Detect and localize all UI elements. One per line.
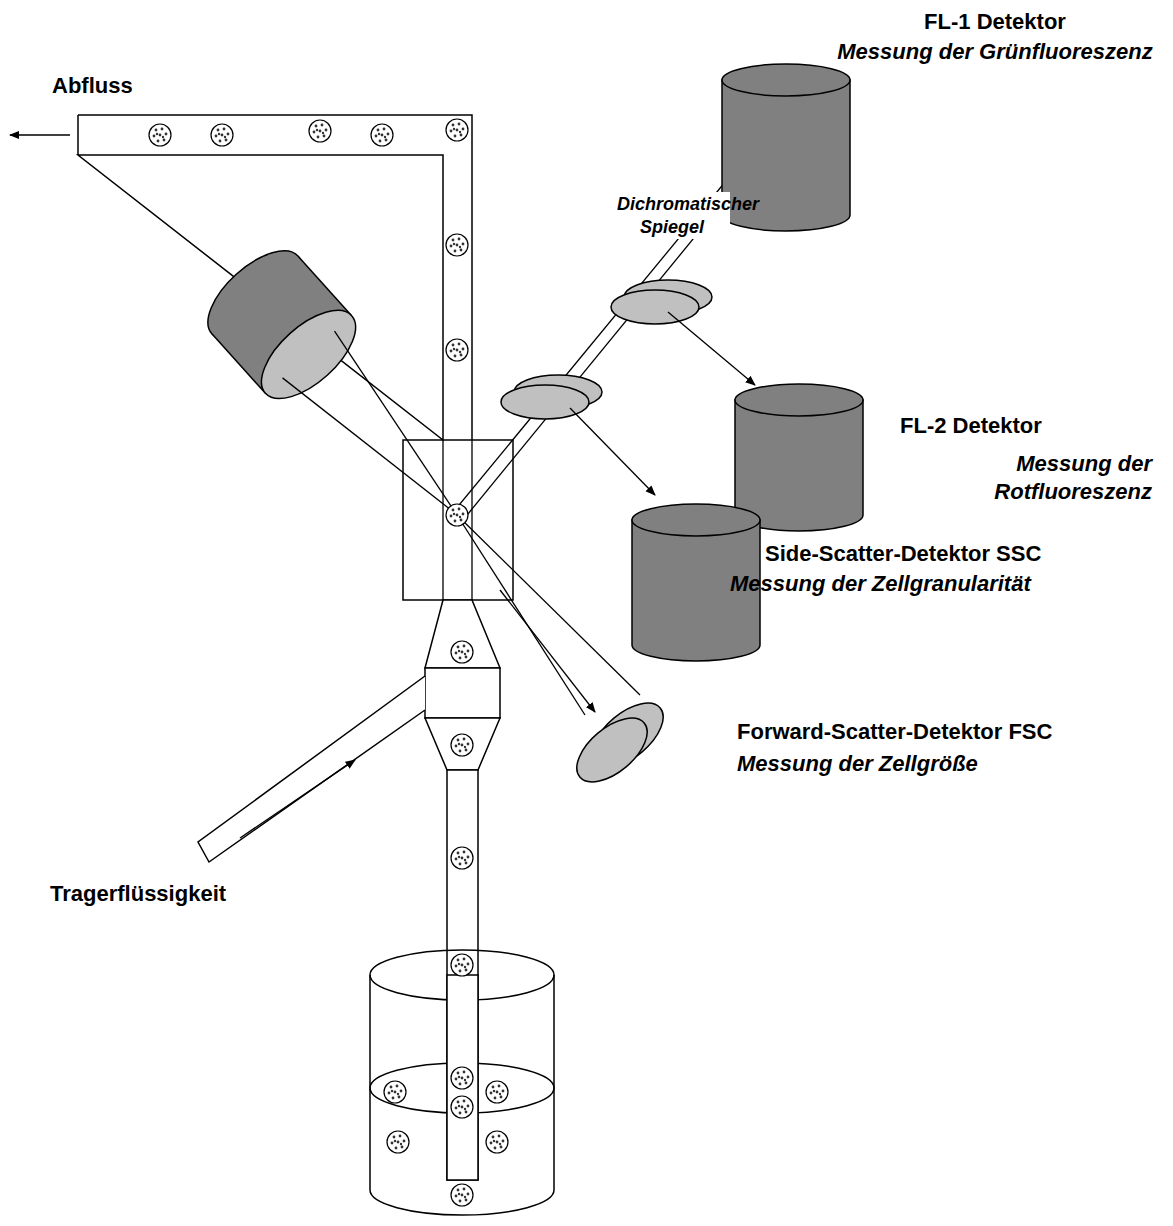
dichroic-mirror <box>611 280 712 324</box>
laser <box>193 235 497 555</box>
fsc-detector <box>566 691 675 794</box>
sample-tube <box>447 770 478 1180</box>
sheath-junction <box>425 668 500 718</box>
label: FL-2 Detektor <box>900 412 1042 440</box>
label: FL-1 Detektor <box>924 8 1066 36</box>
label: Forward-Scatter-Detektor FSC <box>737 718 1052 746</box>
label: Tragerflüssigkeit <box>50 880 226 908</box>
label: Dichromatischer Spiegel <box>614 192 730 239</box>
dichroic-mirror <box>501 375 602 419</box>
label: Messung der Rotfluoreszenz <box>932 450 1152 505</box>
carrier-pipe <box>198 676 425 862</box>
fl2-detector <box>735 384 863 531</box>
sample-vial <box>370 950 554 1215</box>
label: Messung der Grünfluoreszenz <box>837 38 1152 66</box>
label: Messung der Zellgröße <box>737 750 978 778</box>
drain-tube <box>78 115 472 440</box>
drain-arrow <box>10 134 70 135</box>
label: Side-Scatter-Detektor SSC <box>765 540 1041 568</box>
cells <box>149 119 508 1206</box>
label: Abfluss <box>52 72 133 100</box>
nozzle <box>425 600 500 668</box>
label: Messung der Zellgranularität <box>730 570 1031 598</box>
fl1-detector <box>722 64 850 231</box>
